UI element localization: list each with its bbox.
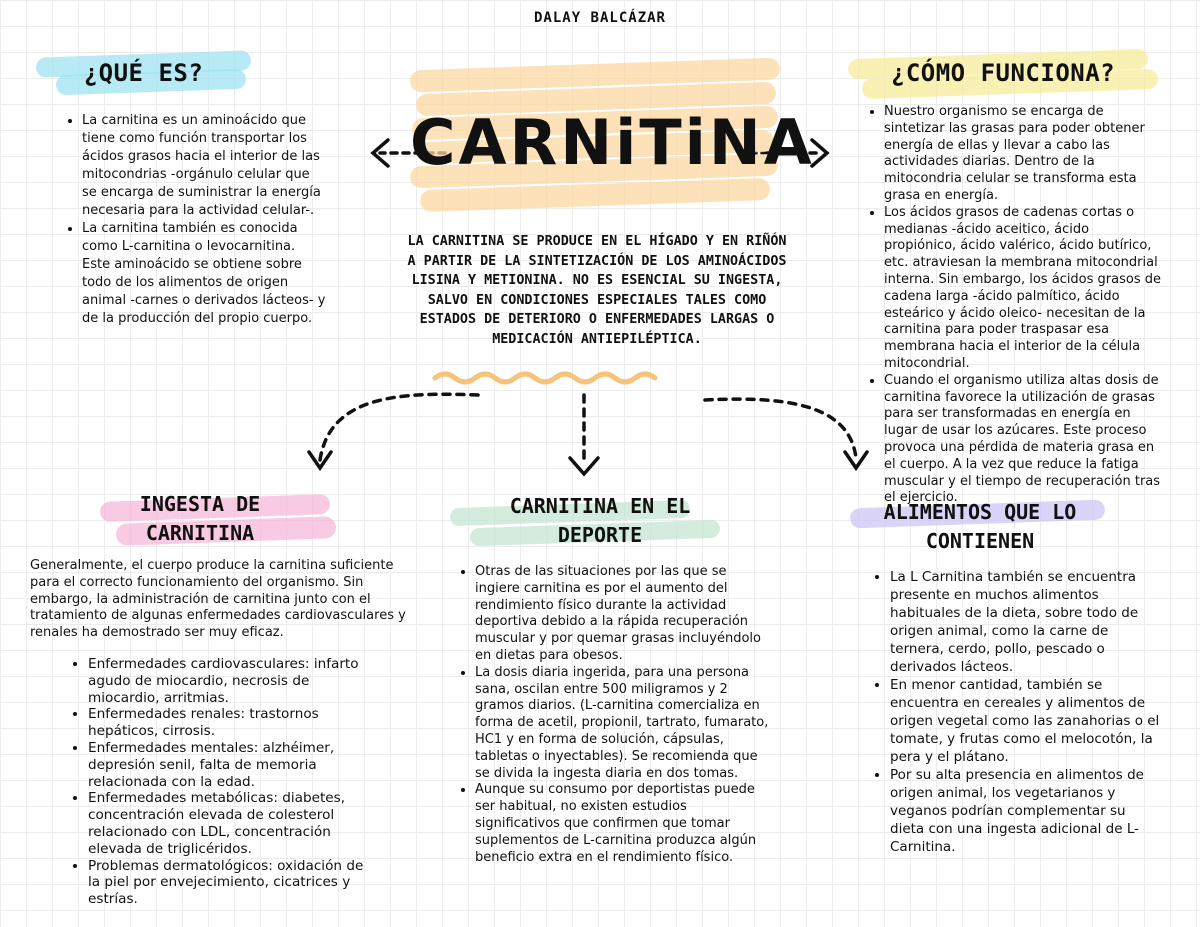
list-item: La dosis diaria ingerida, para una perso… [475,665,770,783]
arrow-down-right-line [703,397,858,460]
list-item: Enfermedades renales: trastornos hepátic… [88,706,378,740]
ingesta-heading: INGESTA DE CARNITINA [139,492,261,545]
list-item: Nuestro organismo se encarga de sintetiz… [884,104,1164,205]
list-item: Aunque su consumo por deportistas puede … [475,782,770,866]
list-item: La carnitina es un aminoácido que tiene … [82,112,327,220]
ingesta-paragraph: Generalmente, el cuerpo produce la carni… [30,558,406,641]
arrow-left-head [370,138,390,168]
intro-text: LA CARNITINA SE PRODUCE EN EL HÍGADO Y E… [407,234,787,347]
alimentos-list: La L Carnitina también se encuentra pres… [870,568,1160,856]
list-item: Por su alta presencia en alimentos de or… [890,766,1160,856]
que-es-heading: ¿QUÉ ES? [83,59,204,87]
main-title: CARNiTiNA [410,106,815,179]
list-item: Problemas dermatológicos: oxidación de l… [88,858,378,908]
list-item: Enfermedades cardiovasculares: infarto a… [88,656,378,706]
list-item: Cuando el organismo utiliza altas dosis … [884,373,1164,507]
list-item: La L Carnitina también se encuentra pres… [890,568,1160,676]
arrow-down-left-head [307,450,333,472]
list-item: Enfermedades metabólicas: diabetes, conc… [88,790,378,857]
ingesta-list: Enfermedades cardiovasculares: infarto a… [68,656,378,908]
list-item: La carnitina también es conocida como L-… [82,220,327,328]
list-item: Los ácidos grasos de cadenas cortas o me… [884,205,1164,373]
como-funciona-list: Nuestro organismo se encarga de sintetiz… [864,104,1164,507]
arrow-right-head [810,138,830,168]
deporte-list: Otras de las situaciones por las que se … [455,564,770,866]
deporte-heading: CARNITINA EN EL DEPORTE [509,494,691,547]
arrow-down-left-line [318,392,480,462]
list-item: Enfermedades mentales: alzhéimer, depres… [88,740,378,790]
list-item: Otras de las situaciones por las que se … [475,564,770,665]
como-funciona-heading: ¿CÓMO FUNCIONA? [890,59,1116,87]
arrow-down-center-head [568,456,600,477]
que-es-list: La carnitina es un aminoácido que tiene … [62,112,327,328]
arrow-down-right-head [843,450,869,472]
squiggle-decoration [432,371,658,385]
list-item: En menor cantidad, también se encuentra … [890,676,1160,766]
author-name: DALAY BALCÁZAR [533,10,666,26]
alimentos-heading: ALIMENTOS QUE LO CONTIENEN [883,500,1077,553]
